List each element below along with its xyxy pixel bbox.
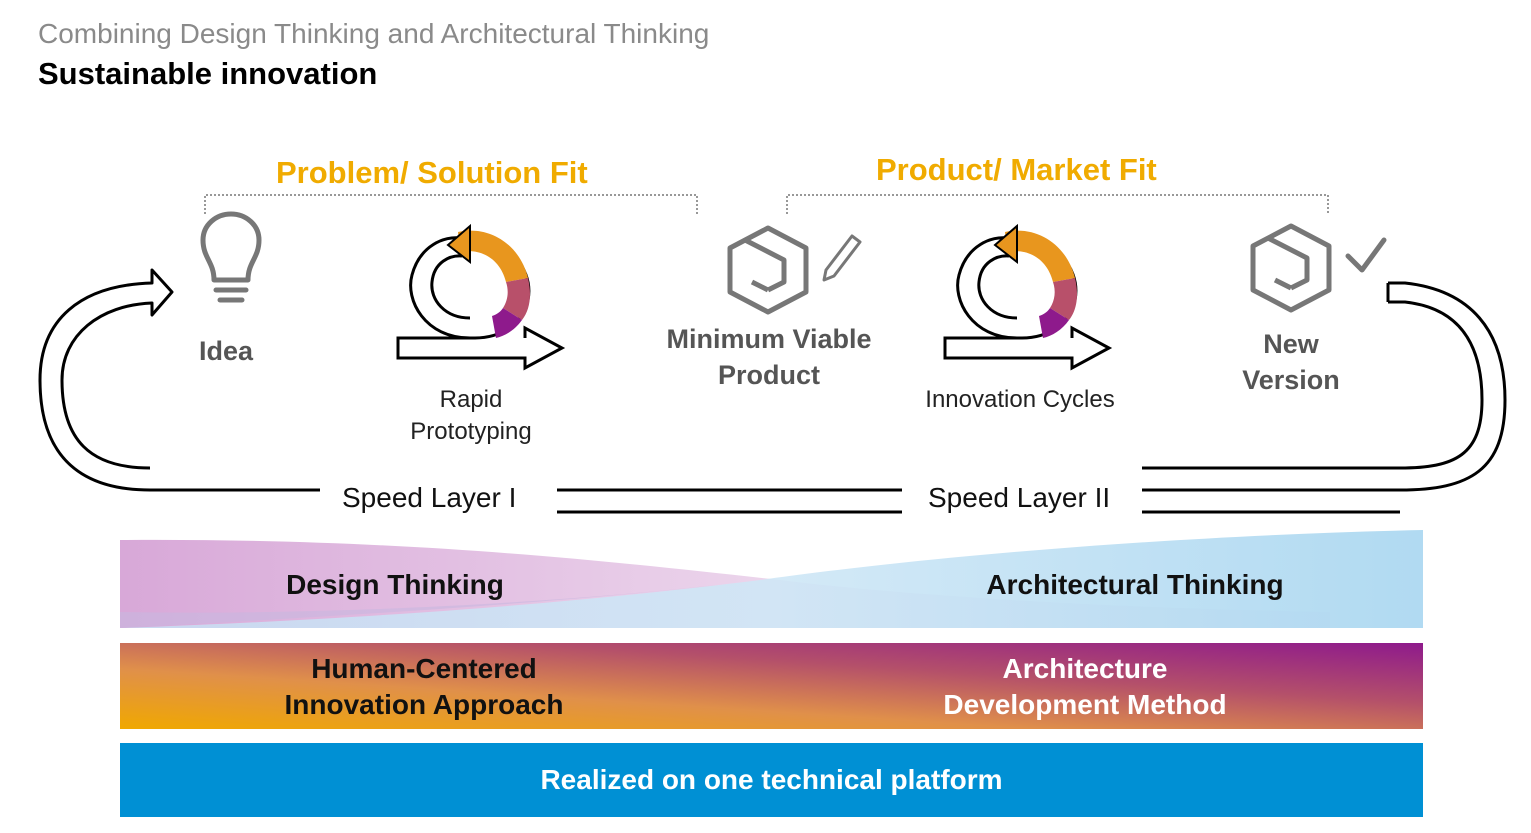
arch-line2: Development Method xyxy=(943,689,1227,720)
bracket-problem-solution xyxy=(204,194,698,214)
new-line2: Version xyxy=(1242,365,1340,395)
architectural-thinking-label: Architectural Thinking xyxy=(986,569,1284,600)
new-version-label: New Version xyxy=(1216,326,1366,398)
human-line1: Human-Centered xyxy=(311,653,537,684)
new-line1: New xyxy=(1263,329,1319,359)
mvp-label: Minimum Viable Product xyxy=(644,321,894,393)
platform-label: Realized on one technical platform xyxy=(540,764,1003,795)
loop-arrow-right xyxy=(1142,281,1507,492)
human-line2: Innovation Approach xyxy=(284,689,564,720)
speed-layer-2-label: Speed Layer II xyxy=(914,482,1125,514)
mvp-line1: Minimum Viable xyxy=(666,324,872,354)
platform-band xyxy=(120,743,1423,817)
innovation-cycles-label: Innovation Cycles xyxy=(925,386,1115,413)
rapid-prototyping-label: Rapid Prototyping xyxy=(391,384,551,448)
bracket-product-market xyxy=(786,194,1329,214)
mvp-line2: Product xyxy=(717,360,820,390)
page-subtitle: Combining Design Thinking and Architectu… xyxy=(38,18,710,49)
cube-icon xyxy=(727,225,809,315)
architecture-method-label: Architecture Development Method xyxy=(905,651,1265,723)
rapid-line1: Rapid xyxy=(439,386,503,413)
product-market-fit-label: Product/ Market Fit xyxy=(876,152,1157,187)
cycle-arrow-icon xyxy=(943,223,1113,371)
arch-line1: Architecture xyxy=(1002,653,1168,684)
method-band xyxy=(120,643,1423,729)
page-title: Sustainable innovation xyxy=(38,56,378,91)
design-thinking-label: Design Thinking xyxy=(286,569,504,600)
idea-label: Idea xyxy=(198,336,254,366)
speed-layer-line xyxy=(150,488,1400,514)
speed-layer-1-label: Speed Layer I xyxy=(328,482,531,514)
thinking-band xyxy=(120,530,1423,628)
lightbulb-icon xyxy=(200,211,262,303)
problem-solution-fit-label: Problem/ Solution Fit xyxy=(276,155,588,190)
human-centered-label: Human-Centered Innovation Approach xyxy=(244,651,604,723)
pencil-icon xyxy=(822,234,862,282)
loop-arrow-left xyxy=(38,268,320,492)
cube-icon xyxy=(1250,223,1332,313)
checkmark-icon xyxy=(1345,237,1387,273)
cycle-arrow-icon xyxy=(396,223,566,371)
rapid-line2: Prototyping xyxy=(410,418,532,445)
